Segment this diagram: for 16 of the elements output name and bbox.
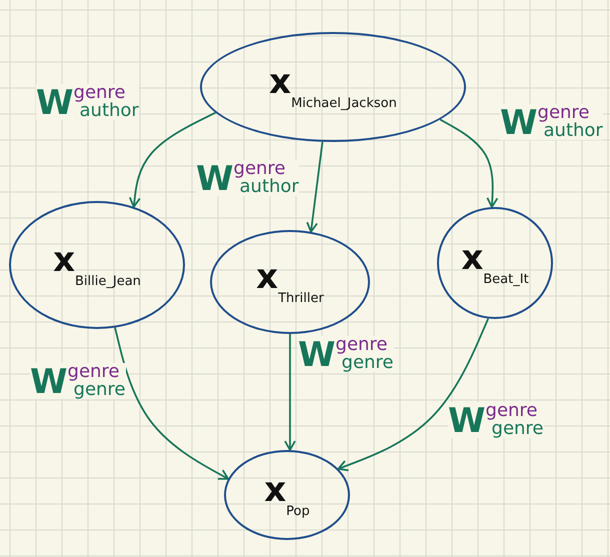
arrow [337,318,489,472]
ellipse-node [224,450,350,540]
ellipse-node [437,207,553,319]
node-label: x$_{Michael_Jackson}$ [269,64,397,110]
node-label: x$_{Pop}$ [264,472,310,518]
node-label: x$_{Billie_Jean}$ [53,242,141,288]
arrow [114,327,230,480]
ellipse-node [210,230,370,334]
node-label: x$_{Thriller}$ [256,260,324,304]
arrow [128,112,216,208]
arrow [284,334,296,451]
ellipse-node [9,201,185,329]
arrow [306,142,324,233]
arrow [440,118,498,208]
node-label: x$_{Beat_It}$ [461,240,529,286]
ellipse-node [200,32,466,142]
